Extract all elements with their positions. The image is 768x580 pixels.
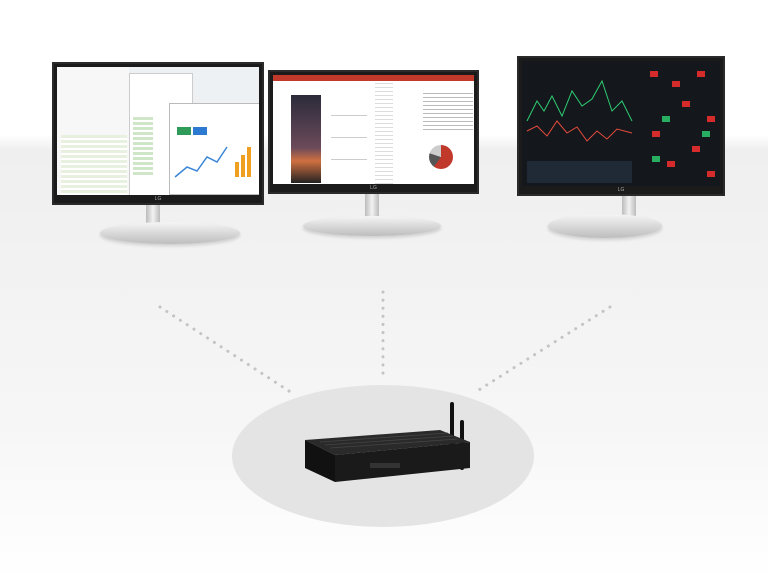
screen-stock-trading [522, 61, 720, 186]
connection-line-right [472, 305, 612, 395]
monitor-stand-base [548, 214, 662, 238]
antenna-icon [450, 402, 454, 452]
monitor-logo: LG [154, 196, 162, 202]
screen-office-apps [57, 67, 259, 195]
connection-line-left [158, 305, 294, 395]
monitor-left: LG [52, 62, 264, 205]
monitor-logo: LG [617, 187, 625, 193]
monitor-stand-base [100, 222, 240, 244]
screen-documents [273, 75, 474, 184]
monitor-logo: LG [370, 185, 377, 191]
monitor-center: LG [268, 70, 479, 194]
monitor-stand-neck [365, 188, 379, 224]
monitor-right: LG [517, 56, 725, 196]
monitor-stand-base [303, 216, 441, 236]
mini-pc [300, 400, 480, 490]
